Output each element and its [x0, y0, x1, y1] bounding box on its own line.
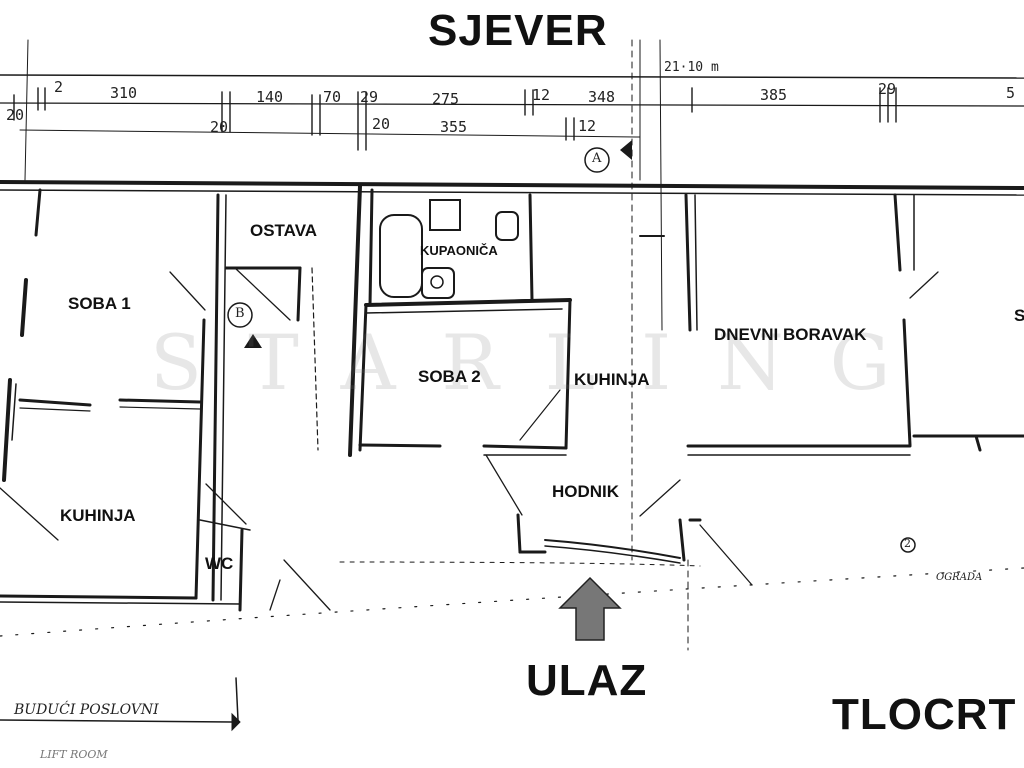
dimension-label: 355	[440, 118, 468, 136]
dimension-label: 20	[6, 106, 25, 124]
note-bottom: LIFT ROOM	[40, 748, 108, 761]
entrance-label: ULAZ	[526, 656, 648, 705]
dimension-label: 20	[210, 118, 229, 136]
north-label: SJEVER	[428, 6, 608, 55]
dimension-label: 385	[760, 86, 788, 104]
room-label-ostava: OSTAVA	[250, 221, 318, 240]
dimension-ticks	[13, 87, 897, 151]
section-marker-b: B	[235, 306, 245, 321]
dimension-line	[0, 102, 1024, 107]
dimension-label: 29	[878, 80, 897, 98]
room-label-soba-2: SOBA 2	[418, 367, 481, 386]
dimension-line	[0, 74, 1024, 79]
room-label-soba-1: SOBA 1	[68, 294, 131, 313]
dimension-line	[19, 129, 641, 138]
entrance-arrow	[558, 576, 622, 641]
room-label-partial: S	[1014, 306, 1024, 325]
dimension-label: 70	[323, 88, 342, 106]
room-label-kuhinja-center: KUHINJA	[574, 370, 650, 389]
dimension-label: 275	[432, 90, 460, 108]
section-triangle-b	[244, 334, 262, 348]
section-triangle-a	[620, 140, 632, 160]
dimension-label: 29	[360, 88, 379, 106]
dimension-label: 12	[578, 117, 597, 135]
note-ograda: OGRADA	[936, 572, 983, 583]
outer-wall	[0, 180, 1024, 190]
point-marker: 2	[904, 537, 911, 550]
section-marker-a: A	[592, 151, 602, 166]
room-label-kuhinja-left: KUHINJA	[60, 506, 136, 525]
room-label-wc: WC	[205, 554, 234, 573]
room-label-hodnik: HODNIK	[552, 482, 620, 501]
dimension-label: 310	[110, 84, 138, 102]
room-label-kupaonica: KUPAONIČA	[420, 243, 498, 258]
watermark: STARLING	[150, 318, 937, 407]
plan-title: TLOCRT	[832, 690, 1017, 739]
dimension-label: 2	[54, 78, 64, 96]
dimension-total: 21·10 m	[664, 60, 719, 75]
dimension-label: 348	[588, 88, 616, 106]
dimension-label: 5	[1006, 84, 1016, 102]
note-future: BUDUĆI POSLOVNI	[14, 702, 159, 718]
room-label-dnevni-boravak: DNEVNI BORAVAK	[714, 325, 867, 344]
dimension-label: 140	[256, 88, 284, 106]
dimension-label: 20	[372, 115, 391, 133]
fence-line	[0, 567, 1024, 637]
dimension-label: 12	[532, 86, 551, 104]
